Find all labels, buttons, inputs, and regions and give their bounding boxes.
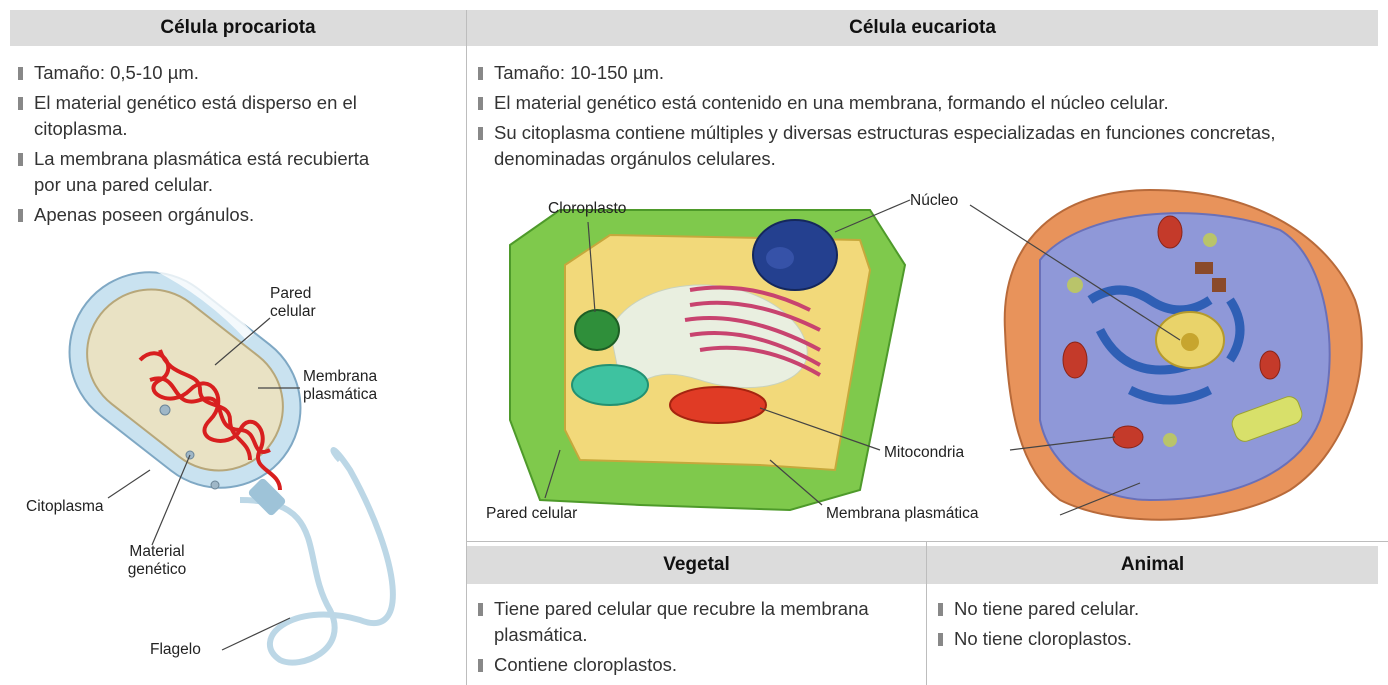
label-nucleo: Núcleo xyxy=(910,192,959,209)
plant-nucleus-shape xyxy=(752,219,838,291)
prokaryote-leader-lines xyxy=(107,317,300,651)
animal-leader-lines xyxy=(969,204,1181,516)
header-animal: Animal xyxy=(927,546,1378,584)
bacterium-illustration xyxy=(68,260,396,666)
prokaryote-feature: Apenas poseen orgánulos. xyxy=(16,202,396,228)
label-citoplasma: Citoplasma xyxy=(26,498,104,515)
vegetal-feature-text: Contiene cloroplastos. xyxy=(494,654,678,675)
prokaryote-feature-text: Apenas poseen orgánulos. xyxy=(34,204,255,225)
eukaryote-feature: Su citoplasma contiene múltiples y diver… xyxy=(476,120,1371,172)
plant-leader-lines xyxy=(544,199,911,506)
header-vegetal: Vegetal xyxy=(467,546,926,584)
animal-feature: No tiene pared celular. xyxy=(936,596,1376,622)
header-animal-title: Animal xyxy=(1120,554,1185,575)
plant-mitochondrion-shape xyxy=(669,386,767,424)
label-pared-celular-plant: Pared celular xyxy=(486,505,578,522)
label-cloroplasto: Cloroplasto xyxy=(548,200,627,217)
vegetal-features: Tiene pared celular que recubre la membr… xyxy=(476,596,916,682)
vegetal-feature: Contiene cloroplastos. xyxy=(476,652,916,678)
animal-cell-illustration xyxy=(969,188,1363,521)
eukaryote-feature-text: Su citoplasma contiene múltiples y diver… xyxy=(494,122,1276,169)
prokaryote-feature-text: El material genético está disperso en el… xyxy=(34,92,357,139)
prokaryote-features: Tamaño: 0,5-10 µm. El material genético … xyxy=(16,60,396,232)
bullet-icon xyxy=(18,67,23,80)
eukaryote-feature-text: El material genético está contenido en u… xyxy=(494,92,1169,113)
header-vegetal-title: Vegetal xyxy=(663,554,730,575)
plant-cell-illustration xyxy=(509,199,911,512)
eukaryote-features: Tamaño: 10-150 µm. El material genético … xyxy=(476,60,1371,176)
bullet-icon xyxy=(478,67,483,80)
prokaryote-feature: La membrana plasmática está recubierta p… xyxy=(16,146,396,198)
golgi-shape xyxy=(571,364,649,406)
header-eukaryote-title: Célula eucariota xyxy=(849,17,996,38)
bullet-icon xyxy=(18,209,23,222)
column-divider xyxy=(466,10,467,685)
chloroplast-shape xyxy=(574,309,620,351)
label-membrana-plasmatica: Membrana plasmática xyxy=(826,505,979,522)
prokaryote-feature-text: La membrana plasmática está recubierta p… xyxy=(34,148,370,195)
eukaryote-feature: Tamaño: 10-150 µm. xyxy=(476,60,1371,86)
bullet-icon xyxy=(478,97,483,110)
vegetal-feature-text: Tiene pared celular que recubre la membr… xyxy=(494,598,869,645)
bullet-icon xyxy=(18,153,23,166)
genetic-material-shape xyxy=(138,349,282,491)
reticulum-shape xyxy=(684,285,822,377)
animal-feature: No tiene cloroplastos. xyxy=(936,626,1376,652)
animal-feature-text: No tiene cloroplastos. xyxy=(954,628,1132,649)
flagellum-base xyxy=(248,478,286,516)
header-prokaryote: Célula procariota xyxy=(10,10,466,46)
header-prokaryote-title: Célula procariota xyxy=(160,17,316,38)
vegetal-feature: Tiene pared celular que recubre la membr… xyxy=(476,596,916,648)
header-eukaryote: Célula eucariota xyxy=(467,10,1378,46)
eukaryote-feature-text: Tamaño: 10-150 µm. xyxy=(494,62,665,83)
prokaryote-feature-text: Tamaño: 0,5-10 µm. xyxy=(34,62,199,83)
label-mitocondria: Mitocondria xyxy=(884,444,965,461)
bullet-icon xyxy=(478,659,483,672)
label-material-genetico: Material genético xyxy=(127,543,187,578)
cytoplasm-shape xyxy=(86,288,284,472)
bullet-icon xyxy=(938,603,943,616)
subtable-divider xyxy=(926,541,927,685)
animal-feature-text: No tiene pared celular. xyxy=(954,598,1140,619)
prokaryote-feature: El material genético está disperso en el… xyxy=(16,90,396,142)
bullet-icon xyxy=(938,633,943,646)
bullet-icon xyxy=(478,127,483,140)
animal-mitochondrion-shape xyxy=(1112,425,1144,449)
bullet-icon xyxy=(478,603,483,616)
animal-features: No tiene pared celular. No tiene cloropl… xyxy=(936,596,1376,656)
subtable-top-border xyxy=(467,541,1388,542)
bullet-icon xyxy=(18,97,23,110)
label-flagelo: Flagelo xyxy=(150,641,201,658)
label-membrana-prokaryote: Membrana plasmática xyxy=(303,368,378,403)
eukaryote-feature: El material genético está contenido en u… xyxy=(476,90,1371,116)
flagellum-shape xyxy=(239,447,396,666)
prokaryote-feature: Tamaño: 0,5-10 µm. xyxy=(16,60,396,86)
label-pared-celular-prokaryote: Pared celular xyxy=(270,285,316,320)
